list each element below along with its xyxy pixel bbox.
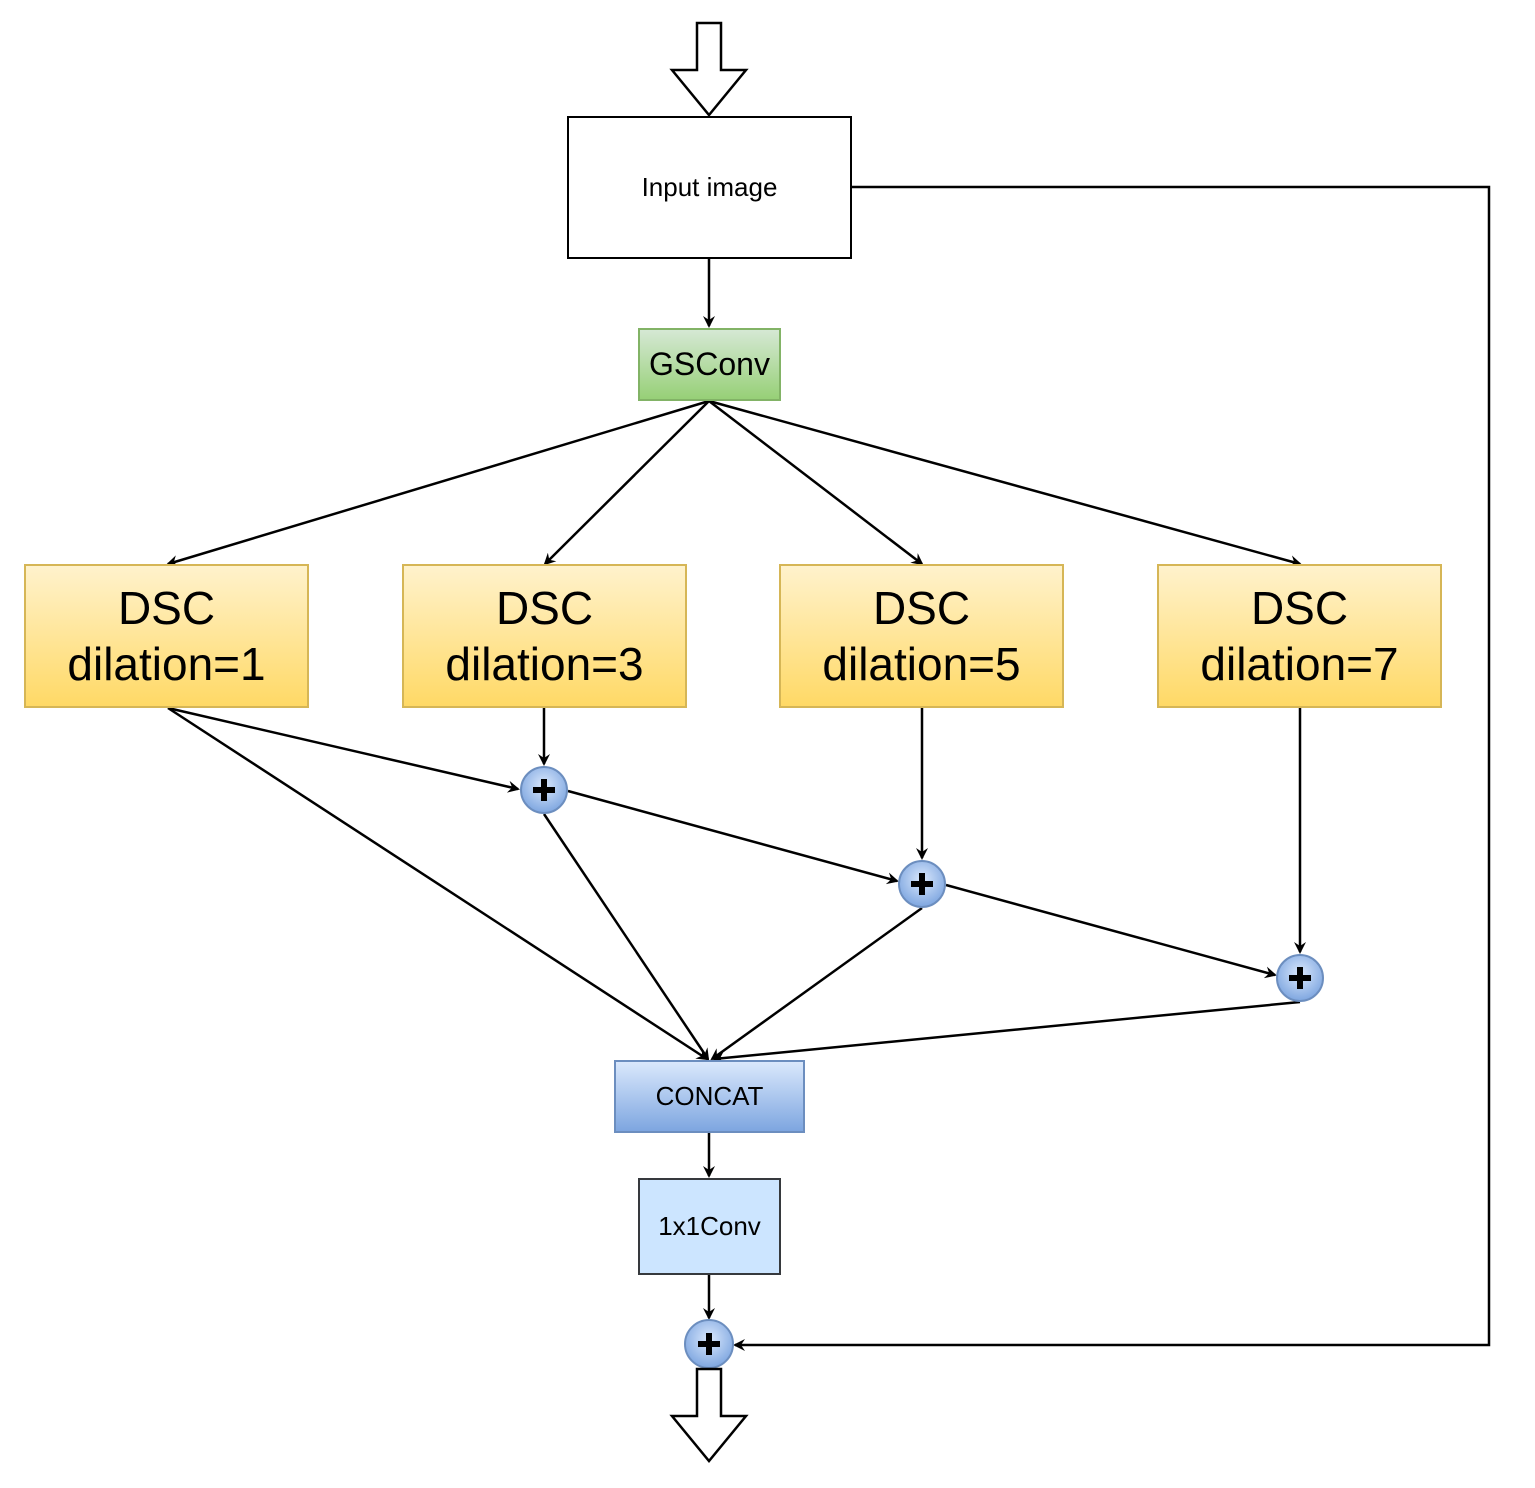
plus-icon <box>698 1333 720 1355</box>
concat-label: CONCAT <box>655 1081 764 1111</box>
plus-icon <box>911 873 933 895</box>
gsconv-label: GSConv <box>649 346 770 382</box>
add-node-3 <box>1276 954 1324 1002</box>
edge-add3-concat <box>712 1000 1301 1065</box>
edge-residual <box>733 185 1491 1351</box>
dsc-param: dilation=3 <box>445 638 644 690</box>
edge-gsconv-dsc3 <box>543 400 710 566</box>
input-image-label: Input image <box>641 172 778 202</box>
dsc-param: dilation=7 <box>1200 638 1399 690</box>
dsc-node-dilation-7: DSC dilation=7 <box>1157 564 1442 708</box>
input-arrow-icon <box>669 21 749 117</box>
dsc-title: DSC <box>872 582 971 634</box>
dsc-param: dilation=5 <box>822 638 1021 690</box>
output-arrow-icon <box>669 1367 749 1463</box>
input-image-node: Input image <box>567 116 852 259</box>
dsc-title: DSC <box>495 582 594 634</box>
conv1x1-node: 1x1Conv <box>638 1178 781 1275</box>
edge-dsc1-add1 <box>167 706 520 793</box>
dsc-title: DSC <box>1250 582 1349 634</box>
edge-gsconv-dsc5 <box>708 400 924 566</box>
conv1x1-label: 1x1Conv <box>658 1211 761 1241</box>
edge-add2-add3 <box>945 883 1277 979</box>
add-node-1 <box>520 766 568 814</box>
edge-add1-concat <box>542 813 710 1061</box>
dsc-node-dilation-3: DSC dilation=3 <box>402 564 687 708</box>
plus-icon <box>533 779 555 801</box>
concat-node: CONCAT <box>614 1060 805 1133</box>
dsc-node-dilation-5: DSC dilation=5 <box>779 564 1064 708</box>
gsconv-node: GSConv <box>638 328 781 401</box>
edge-gsconv-dsc1 <box>166 399 710 567</box>
add-node-final <box>684 1319 734 1369</box>
dsc-title: DSC <box>117 582 216 634</box>
plus-icon <box>1289 967 1311 989</box>
dsc-node-dilation-1: DSC dilation=1 <box>24 564 309 708</box>
edge-add1-add2 <box>567 789 899 885</box>
dsc-param: dilation=1 <box>67 638 266 690</box>
add-node-2 <box>898 860 946 908</box>
edge-gsconv-dsc7 <box>708 399 1302 568</box>
edge-add2-concat <box>710 906 923 1061</box>
edge-dsc1-concat <box>167 706 709 1061</box>
